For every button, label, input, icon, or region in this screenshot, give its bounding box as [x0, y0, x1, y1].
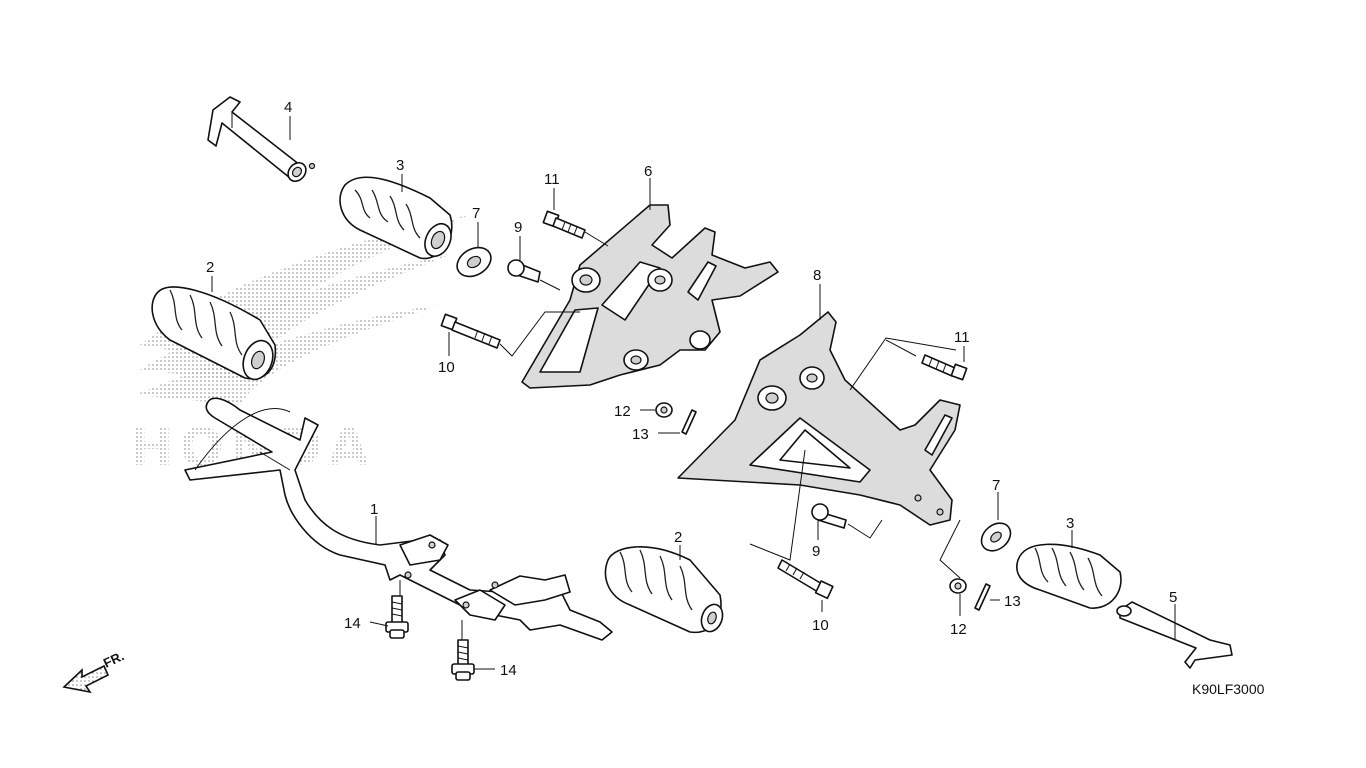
part-12-washer-upper — [655, 402, 673, 418]
direction-label: FR. — [101, 648, 126, 670]
callout-14-lower: 14 — [500, 662, 517, 679]
part-12-washer-right — [949, 578, 967, 594]
part-7-washer-upper — [456, 246, 492, 278]
callout-8: 8 — [813, 267, 821, 284]
part-11-bolt-upper — [542, 210, 586, 239]
part-14-bolt-lower — [451, 639, 475, 681]
part-2-step-rubber-lower — [604, 546, 724, 634]
part-13-cotter-pin-upper — [681, 409, 697, 435]
part-6-step-holder-left — [521, 204, 779, 389]
callout-10-right: 10 — [812, 617, 829, 634]
callout-5: 5 — [1169, 589, 1177, 606]
front-direction-arrow: FR. — [62, 648, 126, 694]
part-13-cotter-pin-right — [974, 583, 991, 611]
part-14-bolt-upper — [385, 595, 409, 639]
callout-10-upper: 10 — [438, 359, 455, 376]
part-1-step-bar-assembly — [184, 397, 613, 641]
callouts: 4 3 2 7 9 11 6 10 12 13 8 11 7 3 9 10 12… — [206, 99, 1177, 679]
part-3-step-rubber-right — [1016, 543, 1122, 609]
part-8-step-holder-right — [677, 311, 961, 526]
callout-7-right: 7 — [992, 477, 1000, 494]
callout-7-upper: 7 — [472, 205, 480, 222]
part-11-bolt-right — [921, 354, 968, 381]
part-7-washer-right — [980, 522, 1012, 552]
callout-12-right: 12 — [950, 621, 967, 638]
callout-3-right: 3 — [1066, 515, 1074, 532]
callout-11-upper: 11 — [544, 171, 560, 188]
callout-6: 6 — [644, 163, 652, 180]
part-10-bolt-upper — [440, 313, 501, 349]
part-3-step-rubber-upper — [339, 176, 453, 260]
callout-9-upper: 9 — [514, 219, 522, 236]
part-9-pin-right — [811, 503, 847, 529]
leader-lines — [211, 116, 1176, 670]
callout-4: 4 — [284, 99, 292, 116]
callout-1: 1 — [370, 501, 378, 518]
callout-13-upper: 13 — [632, 426, 649, 443]
diagram-code: K90LF3000 — [1192, 681, 1265, 697]
part-9-pin-upper — [507, 259, 541, 283]
callout-14-upper: 14 — [344, 615, 361, 632]
callout-2-left: 2 — [206, 259, 214, 276]
part-4-step-bar-left — [207, 96, 316, 183]
part-2-step-rubber-left — [151, 286, 277, 381]
callout-13-right: 13 — [1004, 593, 1021, 610]
callout-9-right: 9 — [812, 543, 820, 560]
callout-2-lower: 2 — [674, 529, 682, 546]
callout-3-upper: 3 — [396, 157, 404, 174]
part-5-step-bar-right — [1116, 601, 1233, 669]
callout-12-upper: 12 — [614, 403, 631, 420]
part-10-bolt-right — [777, 559, 834, 600]
callout-11-right: 11 — [954, 329, 970, 346]
